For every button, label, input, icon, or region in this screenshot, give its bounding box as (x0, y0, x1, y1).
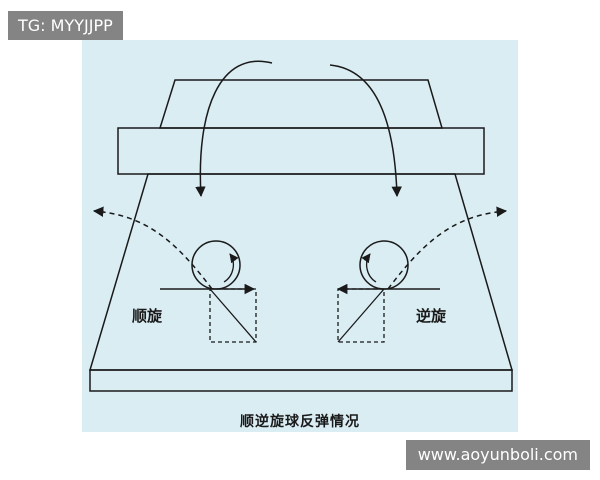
topspin-rotation-arrow (223, 253, 239, 283)
topspin-bounce-trajectory (92, 206, 213, 290)
backspin-force-diagonal (337, 288, 385, 343)
topspin-force-diagonal (209, 288, 257, 343)
backspin-bounce-trajectory (387, 206, 508, 290)
right-incoming-trajectory (329, 64, 402, 198)
net (117, 127, 485, 175)
backspin-rotation-arrow (361, 253, 377, 283)
left-incoming-trajectory (195, 60, 273, 198)
watermark-bottom-right: www.aoyunboli.com (405, 440, 590, 470)
table-back (158, 79, 443, 129)
diagram-panel (82, 40, 518, 432)
table-edge (89, 369, 513, 392)
watermark-top-left: TG: MYYJJPP (8, 11, 123, 40)
backspin-force-box (337, 288, 385, 343)
table-front (88, 173, 513, 371)
topspin-force-box (209, 288, 257, 343)
topspin-label: 顺旋 (132, 307, 163, 325)
backspin-label: 逆旋 (416, 307, 447, 325)
diagram-caption: 顺逆旋球反弹情况 (240, 414, 360, 430)
